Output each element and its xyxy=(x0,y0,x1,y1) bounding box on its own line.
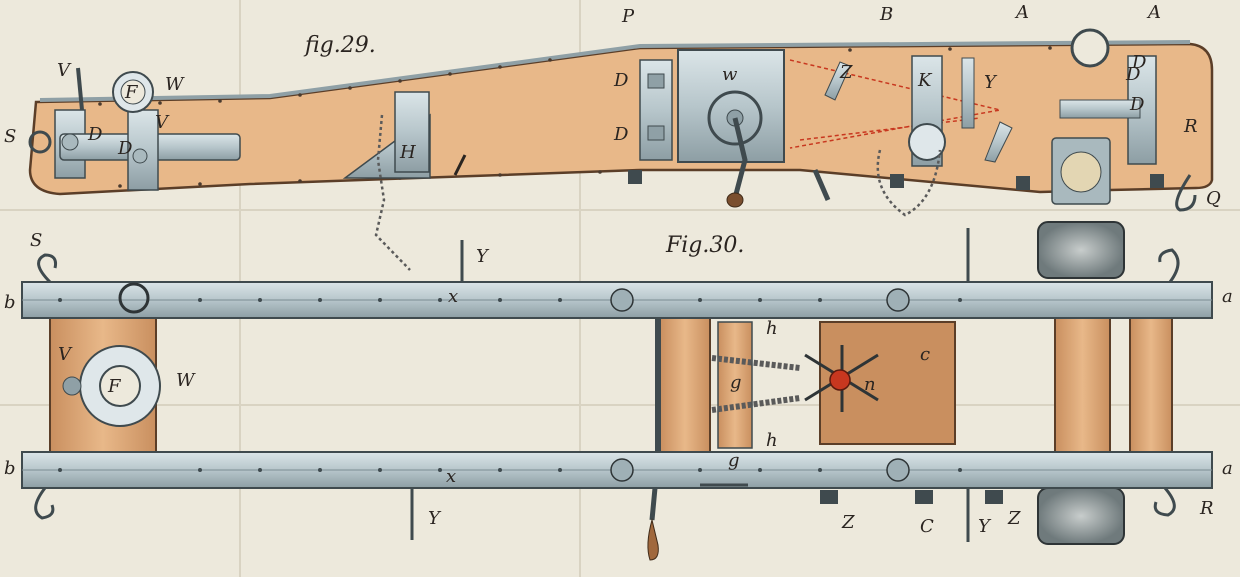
fig29-label: D xyxy=(1125,64,1141,85)
fig29-label: D xyxy=(613,70,629,91)
fig30-labels: S Y b x a h V F W g n c h b x g a Y Z C … xyxy=(4,230,1233,537)
fig30-rivets xyxy=(58,298,962,472)
fig30-label: x xyxy=(448,286,458,307)
fig29-label: F xyxy=(124,82,139,103)
fig30-label: C xyxy=(920,516,934,537)
fig30-sprocket xyxy=(711,321,801,449)
fig29-label: W xyxy=(165,74,185,95)
fig30-crank xyxy=(647,483,748,561)
fig29-label: B xyxy=(879,4,893,25)
fig30-ring-fitting xyxy=(62,345,161,427)
fig30-caption: Fig.30. xyxy=(665,233,744,258)
fig30-hooks xyxy=(34,228,1180,542)
fig29-label: P xyxy=(621,6,635,27)
fig29-right-fittings xyxy=(824,28,1197,217)
fig30-label: Z xyxy=(1007,508,1021,529)
fig29-label: Y xyxy=(984,72,998,93)
fig29-label: V xyxy=(57,60,72,81)
fig30-label: F xyxy=(107,376,122,397)
fig30-label: c xyxy=(920,344,930,365)
fig29-label: D xyxy=(1129,94,1145,115)
fig29-label: S xyxy=(4,126,16,147)
fig29-label: w xyxy=(722,64,738,85)
fig30-label: x xyxy=(446,466,456,487)
fig29-winch-plate xyxy=(677,49,785,208)
fig29-side-view xyxy=(28,28,1214,271)
fig30-label: Y xyxy=(978,516,992,537)
fig30-label: R xyxy=(1199,498,1214,519)
fig30-label: W xyxy=(176,370,196,391)
fig30-label: g xyxy=(728,450,740,471)
fig30-label: n xyxy=(864,374,876,395)
fig29-label: R xyxy=(1183,116,1198,137)
fig29-label: H xyxy=(399,142,416,163)
fig30-label: S xyxy=(30,230,42,251)
fig30-label: a xyxy=(1222,458,1233,479)
fig29-caption: fig.29. xyxy=(303,33,376,58)
fig30-label: Y xyxy=(476,246,490,267)
fig29-label: Z xyxy=(839,62,853,83)
fig30-mid-transom xyxy=(659,317,711,455)
fig29-label: K xyxy=(917,70,933,91)
fig30-lower-bolts xyxy=(820,490,1003,504)
fig30-label: b xyxy=(4,458,16,479)
fig29-top-edge xyxy=(39,40,1191,102)
fig30-label: g xyxy=(730,372,742,393)
fig30-label: b xyxy=(4,292,16,313)
fig29-label: D xyxy=(613,124,629,145)
fig29-nails xyxy=(98,46,1052,188)
fig30-label: h xyxy=(766,430,778,451)
fig29-label: Q xyxy=(1206,188,1221,209)
fig30-wheel-bottom xyxy=(1037,487,1125,545)
fig29-label: V xyxy=(155,112,170,133)
fig29-beam xyxy=(28,42,1214,196)
fig30-label: a xyxy=(1222,286,1233,307)
fig30-label: V xyxy=(58,344,73,365)
fig30-pivot xyxy=(804,345,879,412)
fig30-label: Z xyxy=(841,512,855,533)
fig29-label: D xyxy=(117,138,133,159)
fig30-plan-view xyxy=(21,221,1213,561)
fig30-rail-bolts xyxy=(118,282,910,482)
fig29-red-guides xyxy=(789,59,1001,149)
fig29-label: A xyxy=(1146,2,1161,23)
fig30-axle-bed xyxy=(1054,317,1111,455)
fig30-label: Y xyxy=(428,508,442,529)
fig29-d-plate xyxy=(639,59,673,161)
fig29-hinge-plate xyxy=(342,91,467,271)
fig30-label: h xyxy=(766,318,778,339)
fig29-labels: P B A A V F W S D D V D D H w D D Z K Y … xyxy=(4,2,1221,209)
fig30-wheel-top xyxy=(1037,221,1125,279)
fig29-label: D xyxy=(87,124,103,145)
fig29-bolts xyxy=(628,170,1164,190)
fig29-label: D xyxy=(1131,52,1147,73)
fig29-left-bracket xyxy=(28,67,241,191)
fig29-label: A xyxy=(1014,2,1029,23)
